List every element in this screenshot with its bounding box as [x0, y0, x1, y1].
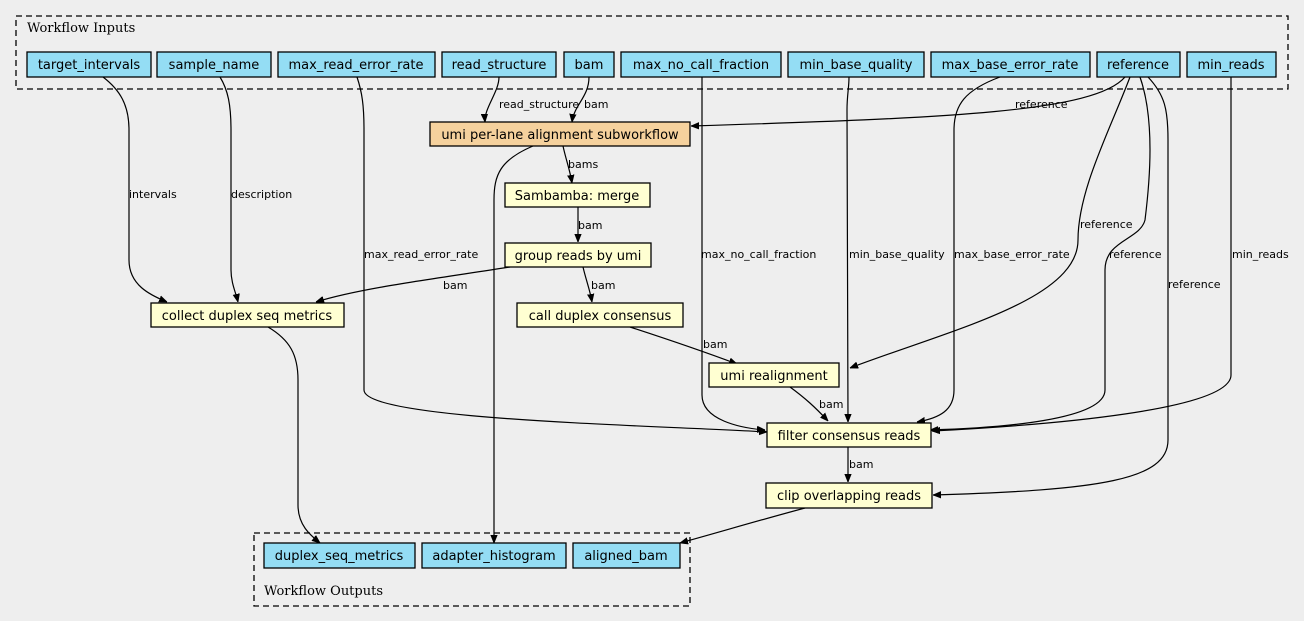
edge-label-bam-group: bam: [591, 279, 615, 292]
input-read-structure-label: read_structure: [452, 58, 547, 73]
edge-bam: [572, 76, 590, 122]
input-sample-name[interactable]: sample_name: [156, 51, 272, 78]
input-reference[interactable]: reference: [1096, 51, 1181, 78]
workflow-inputs-cluster: Workflow Inputs: [15, 15, 1289, 90]
edge-label-min-base-quality: min_base_quality: [849, 248, 945, 261]
input-max-base-error-rate-label: max_base_error_rate: [942, 58, 1079, 73]
output-duplex-seq-metrics[interactable]: duplex_seq_metrics: [263, 542, 416, 569]
input-bam-label: bam: [575, 58, 604, 73]
input-read-structure[interactable]: read_structure: [441, 51, 557, 78]
input-min-base-quality-label: min_base_quality: [800, 58, 913, 73]
input-min-base-quality[interactable]: min_base_quality: [787, 51, 925, 78]
workflow-inputs-title: Workflow Inputs: [27, 21, 135, 36]
input-max-no-call-fraction[interactable]: max_no_call_fraction: [620, 51, 782, 78]
edge-label-min-reads: min_reads: [1232, 248, 1289, 261]
edge-duplex-seq-metrics: [267, 326, 320, 543]
edge-label-bam-duplex: bam: [703, 338, 727, 351]
edge-label-bam-filter: bam: [849, 458, 873, 471]
edge-labels: read_structure bam reference bams bam ba…: [129, 98, 1289, 471]
step-nodes: umi per-lane alignment subworkflow Samba…: [150, 121, 933, 509]
edge-bam-group: [582, 266, 592, 302]
input-nodes: target_intervals sample_name max_read_er…: [26, 51, 1277, 78]
edge-label-read-structure: read_structure: [499, 98, 579, 111]
output-adapter-histogram[interactable]: adapter_histogram: [421, 542, 567, 569]
input-min-reads[interactable]: min_reads: [1186, 51, 1277, 78]
input-max-no-call-fraction-label: max_no_call_fraction: [633, 58, 769, 73]
input-target-intervals[interactable]: target_intervals: [26, 51, 152, 78]
edge-label-bam-merge: bam: [578, 219, 602, 232]
step-clip-overlapping-reads[interactable]: clip overlapping reads: [765, 482, 933, 509]
edge-reference-filter: [930, 76, 1151, 430]
edge-label-reference-top: reference: [1015, 98, 1068, 111]
edge-label-max-no-call-fraction: max_no_call_fraction: [701, 248, 816, 261]
edge-reference-top: [691, 76, 1126, 126]
step-sambamba-merge[interactable]: Sambamba: merge: [504, 182, 651, 208]
step-call-duplex-consensus[interactable]: call duplex consensus: [516, 302, 684, 328]
workflow-outputs-title: Workflow Outputs: [264, 584, 383, 599]
edge-aligned-bam: [680, 507, 806, 543]
edge-bams: [562, 145, 572, 183]
edge-min-reads: [932, 77, 1232, 431]
edge-min-base-quality: [847, 76, 849, 422]
edge-read-structure: [485, 76, 500, 122]
edge-intervals: [102, 76, 167, 303]
edge-description: [219, 76, 238, 302]
edge-label-description: description: [231, 188, 292, 201]
step-sambamba-merge-label: Sambamba: merge: [515, 189, 640, 204]
edge-label-bams: bams: [568, 158, 598, 171]
edge-label-max-base-error-rate: max_base_error_rate: [954, 248, 1070, 261]
edge-reference-realign: [850, 76, 1131, 368]
step-collect-duplex-seq-metrics-label: collect duplex seq metrics: [162, 309, 333, 324]
step-umi-realignment-label: umi realignment: [720, 369, 827, 384]
edge-label-bam-in: bam: [584, 98, 608, 111]
input-reference-label: reference: [1107, 58, 1169, 73]
edge-label-max-read-error-rate: max_read_error_rate: [364, 248, 478, 261]
input-bam[interactable]: bam: [563, 51, 615, 78]
edge-bam-collect: [316, 266, 511, 302]
edge-max-base-error-rate: [917, 76, 1001, 422]
edge-label-reference-filter: reference: [1109, 248, 1162, 261]
step-umi-per-lane-subworkflow-label: umi per-lane alignment subworkflow: [441, 128, 679, 143]
input-max-read-error-rate[interactable]: max_read_error_rate: [277, 51, 436, 78]
edges: [102, 76, 1232, 543]
step-group-reads-by-umi[interactable]: group reads by umi: [504, 242, 652, 268]
edge-label-bam-collect: bam: [443, 279, 467, 292]
input-max-base-error-rate[interactable]: max_base_error_rate: [930, 51, 1091, 78]
edge-label-reference-realign: reference: [1080, 218, 1133, 231]
step-filter-consensus-reads-label: filter consensus reads: [778, 429, 921, 444]
output-adapter-histogram-label: adapter_histogram: [432, 549, 555, 564]
output-nodes: duplex_seq_metrics adapter_histogram ali…: [263, 542, 681, 569]
edge-bam-realign: [789, 386, 828, 421]
workflow-outputs-cluster: Workflow Outputs: [253, 532, 691, 607]
output-aligned-bam-label: aligned_bam: [584, 549, 667, 564]
input-sample-name-label: sample_name: [169, 58, 260, 73]
step-filter-consensus-reads[interactable]: filter consensus reads: [766, 422, 932, 448]
edge-reference-clip: [933, 76, 1169, 495]
step-collect-duplex-seq-metrics[interactable]: collect duplex seq metrics: [150, 302, 345, 328]
step-umi-per-lane-subworkflow[interactable]: umi per-lane alignment subworkflow: [429, 121, 691, 147]
edge-bam-duplex: [629, 326, 737, 364]
edge-label-intervals: intervals: [129, 188, 177, 201]
edge-adapter-histogram: [494, 145, 534, 543]
input-min-reads-label: min_reads: [1197, 58, 1264, 73]
edge-label-reference-clip: reference: [1168, 278, 1221, 291]
input-target-intervals-label: target_intervals: [38, 58, 141, 73]
output-aligned-bam[interactable]: aligned_bam: [572, 542, 681, 569]
step-umi-realignment[interactable]: umi realignment: [708, 362, 840, 388]
edge-label-bam-realign: bam: [819, 398, 843, 411]
step-call-duplex-consensus-label: call duplex consensus: [529, 309, 672, 324]
step-group-reads-by-umi-label: group reads by umi: [515, 249, 642, 264]
edge-max-read-error-rate: [356, 76, 767, 432]
input-max-read-error-rate-label: max_read_error_rate: [289, 58, 424, 73]
edge-max-no-call-fraction: [701, 77, 765, 430]
output-duplex-seq-metrics-label: duplex_seq_metrics: [275, 549, 404, 564]
step-clip-overlapping-reads-label: clip overlapping reads: [777, 489, 921, 504]
